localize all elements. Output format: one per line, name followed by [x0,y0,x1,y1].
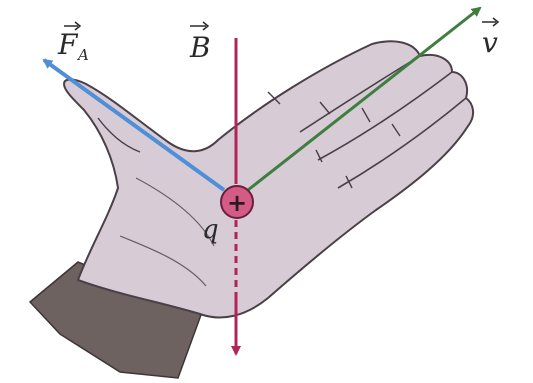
charge-label: q [202,215,219,245]
left-hand-icon [64,41,473,317]
velocity-label-text: v [482,26,498,59]
velocity-label: v [482,18,498,59]
field-label-text: B [189,31,211,64]
charge-sign: + [227,189,247,217]
field-label: B [189,22,211,64]
force-label: F A [57,22,89,64]
force-label-text: F [57,28,79,61]
force-label-subscript: A [76,46,89,64]
positive-charge-icon: + [221,186,253,218]
